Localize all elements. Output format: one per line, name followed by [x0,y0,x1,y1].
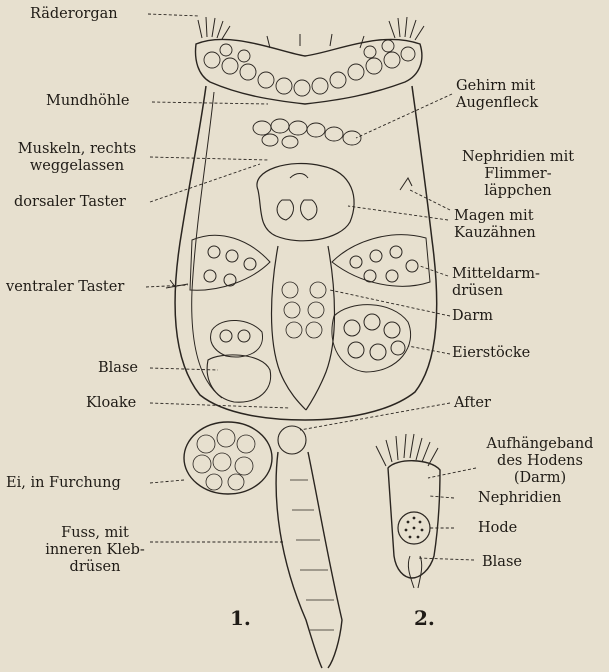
bladder [207,355,270,402]
label-nephridien-line1: Nephridien mit [452,149,584,166]
male-rotifer-figure [376,434,440,588]
label-muskeln: Muskeln, rechts weggelassen [6,141,148,175]
label-magen: Magen mit Kauzähnen [454,208,536,242]
tasters [166,178,412,288]
corona-cilia [198,17,424,48]
label-fuss-line2: inneren Kleb- [40,542,150,559]
label-fuss-line1: Fuss, mit [40,525,150,542]
label-magen-line2: Kauzähnen [454,225,536,242]
leader-after [300,403,450,430]
foot-glands [290,480,334,630]
egg-cells [193,429,255,490]
label-nephridien-line3: läppchen [452,183,584,200]
male-bladder [408,556,421,588]
cloaca-opening [278,426,306,454]
female-rotifer-figure [166,17,437,668]
intestine-cells [282,282,326,338]
label-magen-line1: Magen mit [454,208,536,225]
label-kloake: Kloake [86,395,136,412]
leader-magen [348,206,448,220]
label-aufhaengeband-line1: Aufhängeband [478,436,602,453]
label-fuss: Fuss, mit inneren Kleb- drüsen [40,525,150,576]
label-ventraler-taster: ventraler Taster [6,279,124,296]
brain-cells [253,119,361,148]
corona-cells [204,40,415,96]
label-aufhaengeband-line3: (Darm) [478,470,602,487]
label-aufhaengeband-line2: des Hodens [478,453,602,470]
leader-gehirn [356,94,452,138]
label-blase-fig2: Blase [482,554,522,571]
label-muskeln-line1: Muskeln, rechts [6,141,148,158]
label-aufhaengeband: Aufhängeband des Hodens (Darm) [478,436,602,487]
leader-darm [330,290,450,316]
label-hode: Hode [478,520,517,537]
midgut-glands [190,235,430,291]
leader-blase-2 [418,558,474,560]
label-ei-in-furchung: Ei, in Furchung [6,475,121,492]
label-nephridien-mit-flimmerlaeppchen: Nephridien mit Flimmer- läppchen [452,149,584,200]
leader-mitteldarm [420,266,448,276]
leader-nephridien [410,190,450,210]
figure-number-2: 2. [414,606,435,630]
foot [276,452,342,668]
figure-number-1: 1. [230,606,251,630]
label-mitteldarm: Mitteldarm- drüsen [452,266,540,300]
label-gehirn-line1: Gehirn mit [456,78,538,95]
label-darm: Darm [452,308,493,325]
label-after: After [454,395,491,412]
leader-aufhaengeband [428,468,476,478]
label-mitteldarm-line1: Mitteldarm- [452,266,540,283]
ovaries [211,305,411,372]
leader-eierstoecke [408,346,450,354]
label-mitteldarm-line2: drüsen [452,283,540,300]
leader-nephridien-2 [430,496,454,498]
leader-raederorgan [148,14,200,16]
body-inner-wall [192,92,222,398]
label-blase: Blase [98,360,138,377]
label-eierstoecke: Eierstöcke [452,345,530,362]
label-dorsaler-taster: dorsaler Taster [14,194,126,211]
label-nephridien-fig2: Nephridien [478,490,561,507]
label-muskeln-line2: weggelassen [6,158,148,175]
leader-dorsaler-taster [150,164,260,202]
leader-ei [150,480,184,483]
leader-mundhoehle [152,102,268,104]
intestine [272,246,335,410]
label-gehirn-line2: Augenfleck [456,95,538,112]
leader-blase [150,368,218,370]
label-gehirn: Gehirn mit Augenfleck [456,78,538,112]
label-mundhoehle: Mundhöhle [46,93,129,110]
label-raederorgan: Räderorgan [30,6,118,23]
label-fuss-line3: drüsen [40,559,150,576]
corona-rim [196,39,422,104]
testis-stipple [405,517,424,539]
label-nephridien-line2: Flimmer- [452,166,584,183]
leader-muskeln [150,157,268,160]
jaw-teeth [277,174,317,221]
